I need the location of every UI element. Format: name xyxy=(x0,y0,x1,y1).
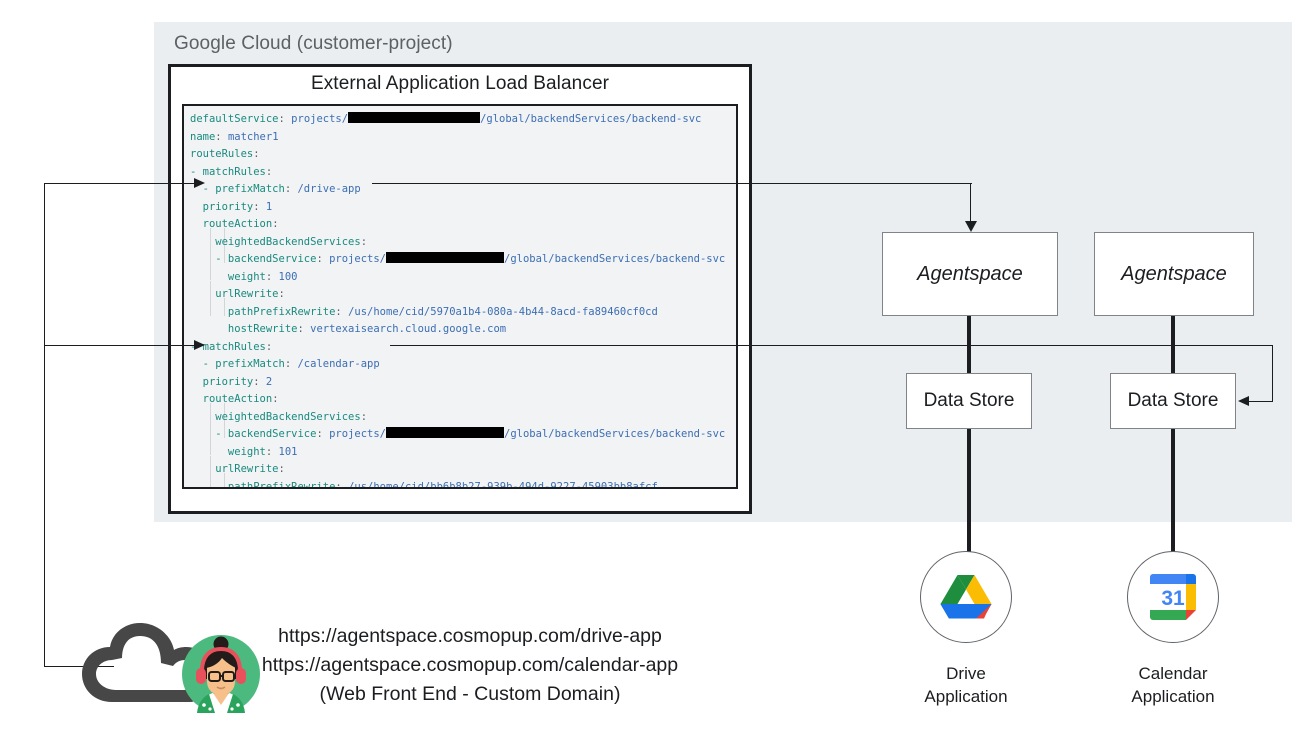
drive-application-label-line2: Application xyxy=(924,687,1008,706)
drive-app-inbound-arrow xyxy=(194,178,205,188)
url-map-yaml-box: defaultService: projects//global/backend… xyxy=(182,104,738,489)
agentspace2-to-datastore2-line xyxy=(1171,316,1175,373)
data-store-box-2[interactable]: Data Store xyxy=(1110,373,1236,429)
google-cloud-panel-title: Google Cloud (customer-project) xyxy=(174,33,453,54)
drive-app-outbound-down xyxy=(970,183,972,225)
agentspace1-to-datastore1-line xyxy=(967,316,971,373)
calendar-app-outbound-arrow xyxy=(1238,396,1249,406)
calendar-app-outbound-line xyxy=(390,345,1273,347)
url-drive-app: https://agentspace.cosmopup.com/drive-ap… xyxy=(278,625,662,647)
calendar-app-inbound-arrow xyxy=(194,340,205,350)
google-drive-icon xyxy=(940,575,992,619)
drive-application-icon-circle[interactable] xyxy=(920,551,1012,643)
calendar-application-label-line2: Application xyxy=(1131,687,1215,706)
redaction-block xyxy=(348,112,481,123)
front-end-urls: https://agentspace.cosmopup.com/drive-ap… xyxy=(260,622,680,709)
google-calendar-icon: 31 xyxy=(1150,574,1196,620)
redaction-block xyxy=(386,252,504,263)
calendar-application-label-line1: Calendar xyxy=(1138,664,1208,683)
drive-app-outbound-arrow xyxy=(965,221,977,232)
agentspace-box-2[interactable]: Agentspace xyxy=(1094,232,1254,316)
url-calendar-app: https://agentspace.cosmopup.com/calendar… xyxy=(261,654,679,676)
data-store-label-2: Data Store xyxy=(1127,390,1219,411)
drive-app-inbound-line xyxy=(44,183,196,185)
cloud-icon xyxy=(72,616,262,716)
drive-application-label-line1: Drive xyxy=(946,664,986,683)
front-end-caption: (Web Front End - Custom Domain) xyxy=(319,683,621,705)
data-store-box-1[interactable]: Data Store xyxy=(906,373,1032,429)
calendar-app-inbound-line xyxy=(44,345,196,347)
calendar-app-outbound-left xyxy=(1248,401,1273,403)
client-trunk-line xyxy=(44,183,46,667)
svg-text:31: 31 xyxy=(1161,587,1185,610)
redaction-block xyxy=(386,427,504,438)
agentspace-label-2: Agentspace xyxy=(1121,262,1227,285)
calendar-application-icon-circle[interactable]: 31 xyxy=(1127,551,1219,643)
datastore2-to-calendar-line xyxy=(1171,429,1175,553)
drive-application-label: Drive Application xyxy=(876,662,1056,708)
agentspace-label-1: Agentspace xyxy=(917,262,1023,285)
calendar-app-outbound-down xyxy=(1272,345,1274,401)
agentspace-box-1[interactable]: Agentspace xyxy=(882,232,1058,316)
url-map-yaml-code: defaultService: projects//global/backend… xyxy=(190,112,726,489)
calendar-application-label: Calendar Application xyxy=(1083,662,1263,708)
drive-app-outbound-line xyxy=(372,183,972,185)
datastore1-to-drive-line xyxy=(967,429,971,553)
user-avatar-icon xyxy=(182,635,260,713)
client-to-cloud-line xyxy=(44,666,114,668)
load-balancer-title: External Application Load Balancer xyxy=(310,73,610,94)
data-store-label-1: Data Store xyxy=(923,390,1015,411)
